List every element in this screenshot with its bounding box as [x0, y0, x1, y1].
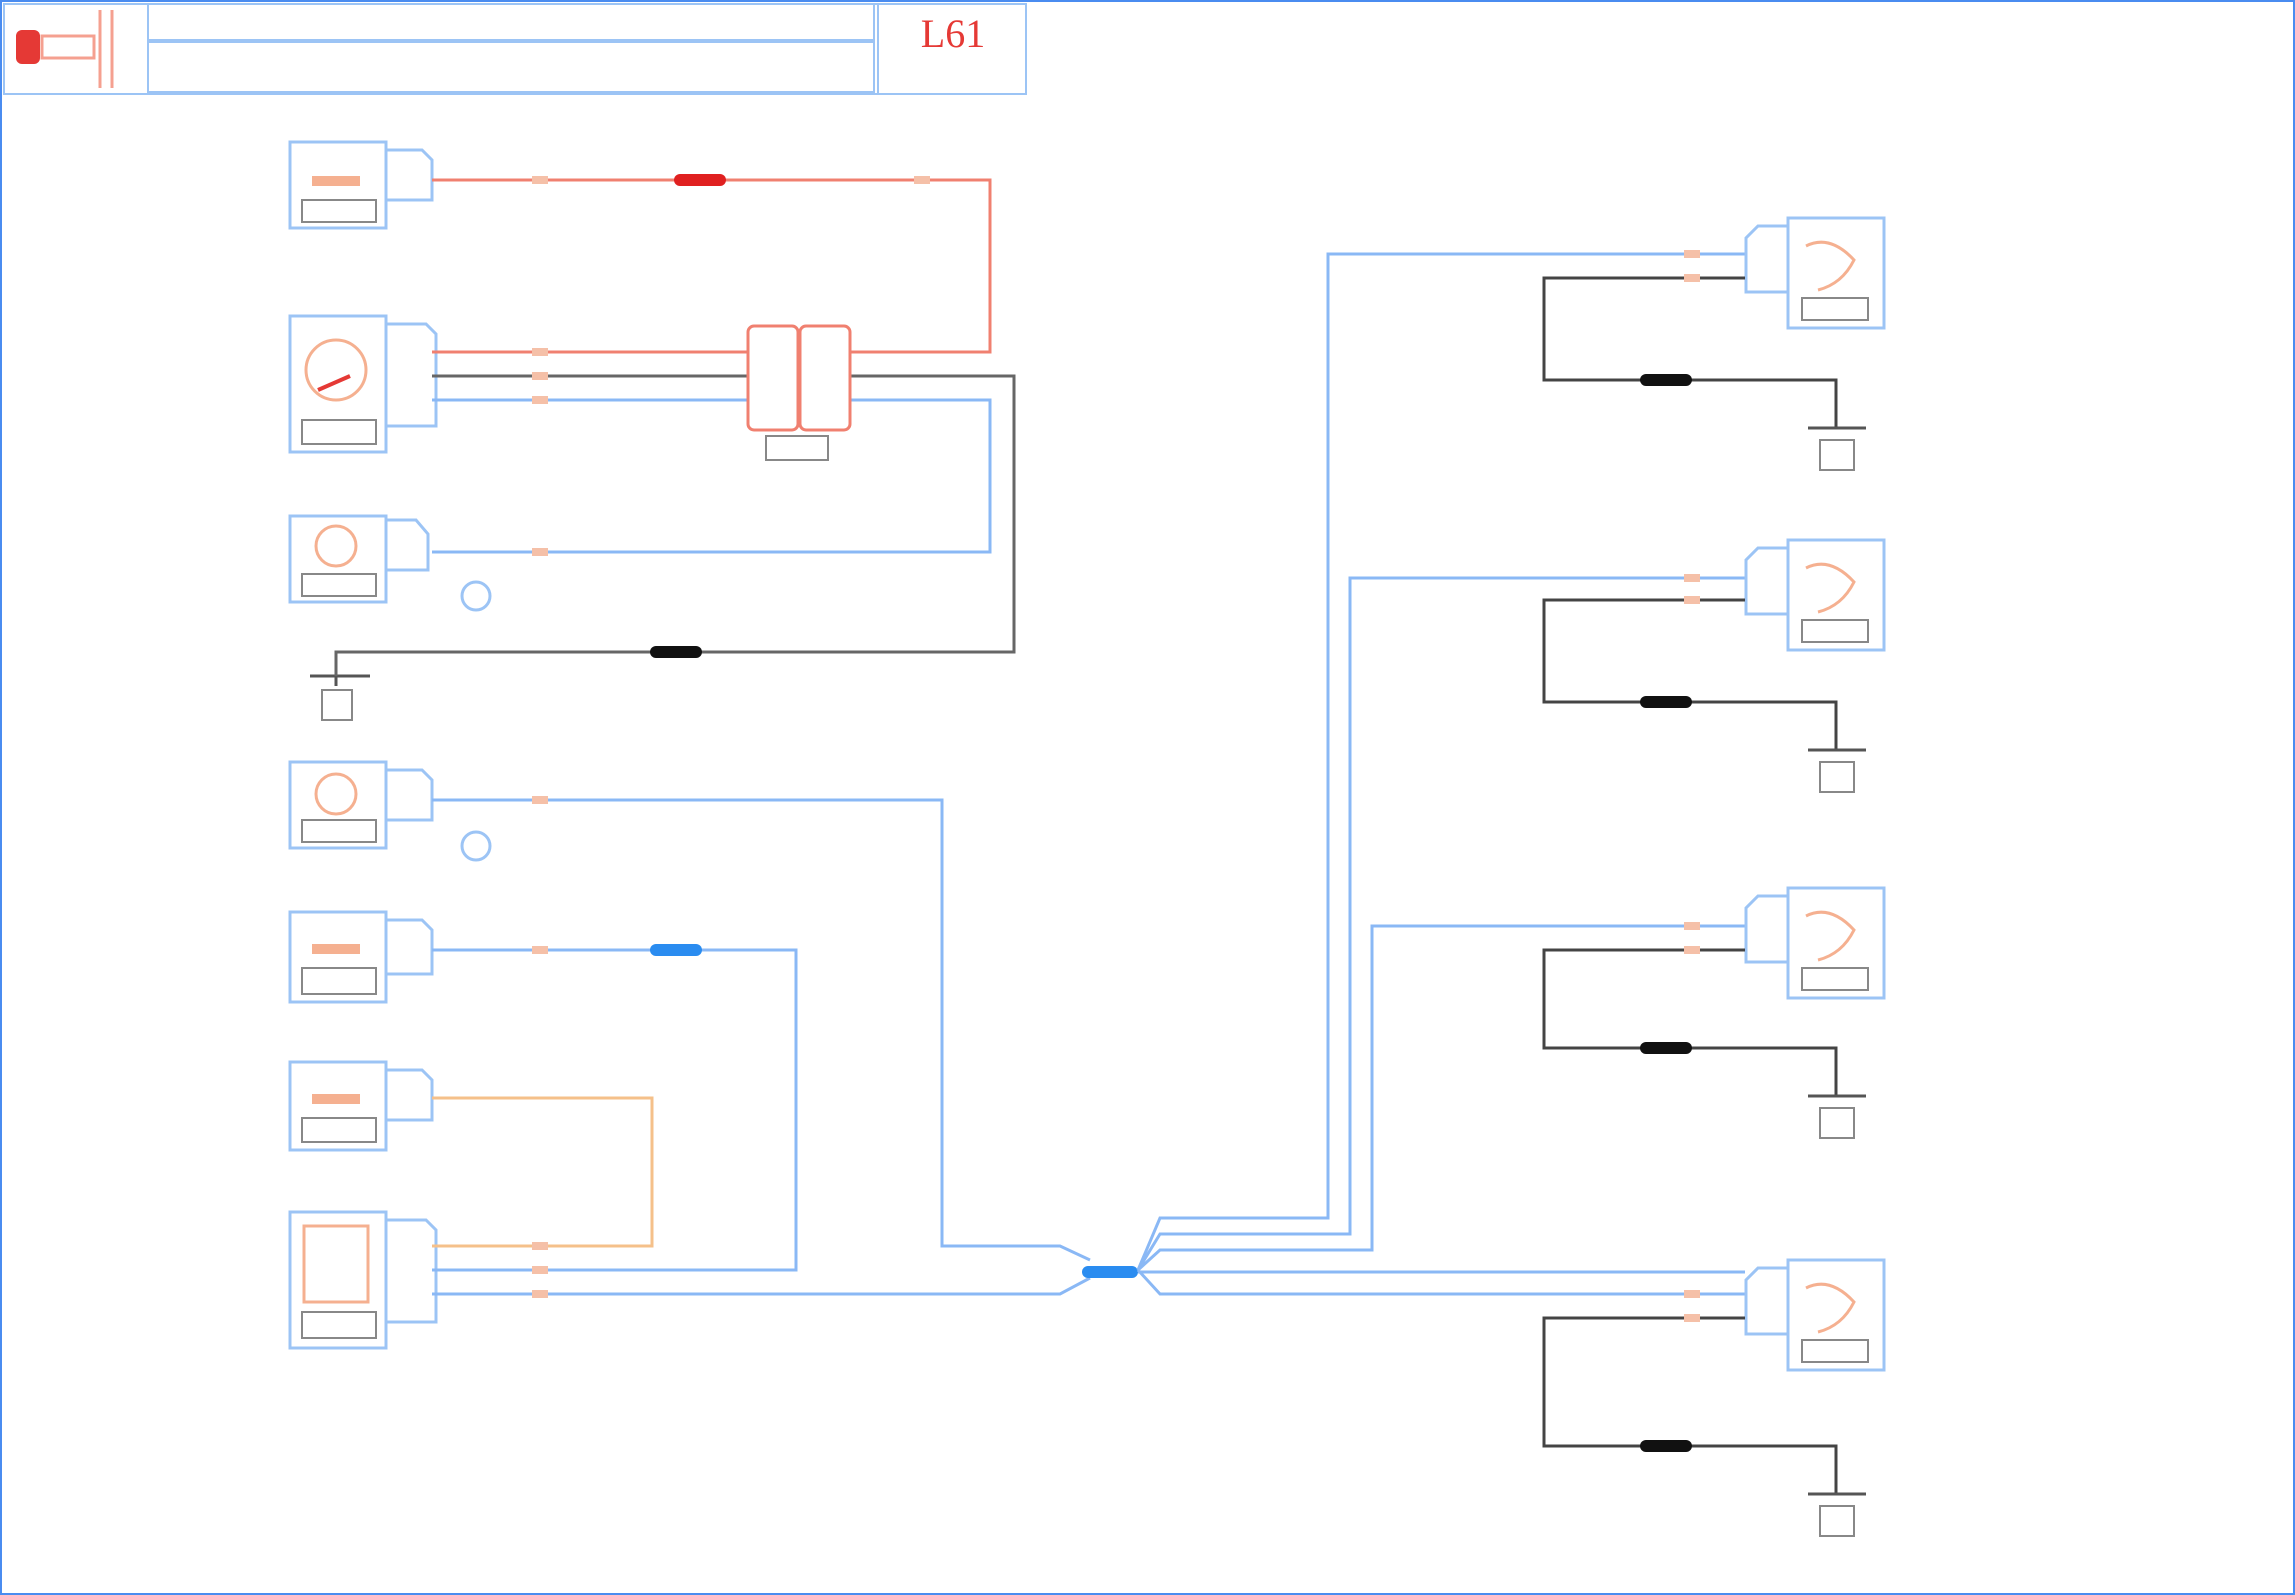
fuse-box-icon[interactable] — [288, 910, 434, 1004]
connector-black — [1640, 1440, 1692, 1452]
page-code: L61 — [920, 11, 986, 56]
connector-black — [650, 646, 702, 658]
motor-icon[interactable] — [1744, 538, 1886, 652]
connector-black — [1640, 696, 1692, 708]
connector-blue — [650, 944, 702, 956]
header-block — [3, 3, 1027, 95]
connector-black — [1640, 1042, 1692, 1054]
connector-black — [1640, 374, 1692, 386]
ground-icon — [310, 674, 370, 721]
pin-markers — [532, 176, 1700, 1322]
wire-dark — [1542, 598, 1838, 750]
wire-dark — [1542, 1316, 1838, 1494]
wire-blue — [432, 398, 1091, 1296]
wire-dark — [1542, 276, 1838, 428]
ground-icon — [1808, 748, 1866, 793]
gauge-icon[interactable] — [288, 314, 438, 454]
ground-icon — [1808, 1492, 1866, 1537]
splice-icon — [1082, 1266, 1138, 1278]
switch-icon[interactable] — [288, 760, 492, 862]
wire-red — [432, 178, 992, 354]
fuse-box-icon[interactable] — [288, 140, 434, 230]
ground-icon — [1808, 426, 1866, 471]
wire-dark — [1542, 948, 1838, 1096]
motor-icon[interactable] — [1744, 1258, 1886, 1372]
motor-icon[interactable] — [1744, 216, 1886, 330]
connector-red — [674, 174, 726, 186]
motor-icon[interactable] — [1744, 886, 1886, 1000]
ground-icon — [1808, 1094, 1866, 1139]
control-unit-icon[interactable] — [288, 1210, 438, 1350]
relay-icon[interactable] — [746, 324, 852, 461]
fuse-box-icon[interactable] — [288, 1060, 434, 1152]
brand-logo — [16, 10, 114, 88]
switch-icon[interactable] — [288, 514, 492, 612]
wire-dark — [334, 374, 1016, 676]
wire-orange — [432, 1096, 654, 1248]
wire-blue — [1136, 252, 1745, 1296]
